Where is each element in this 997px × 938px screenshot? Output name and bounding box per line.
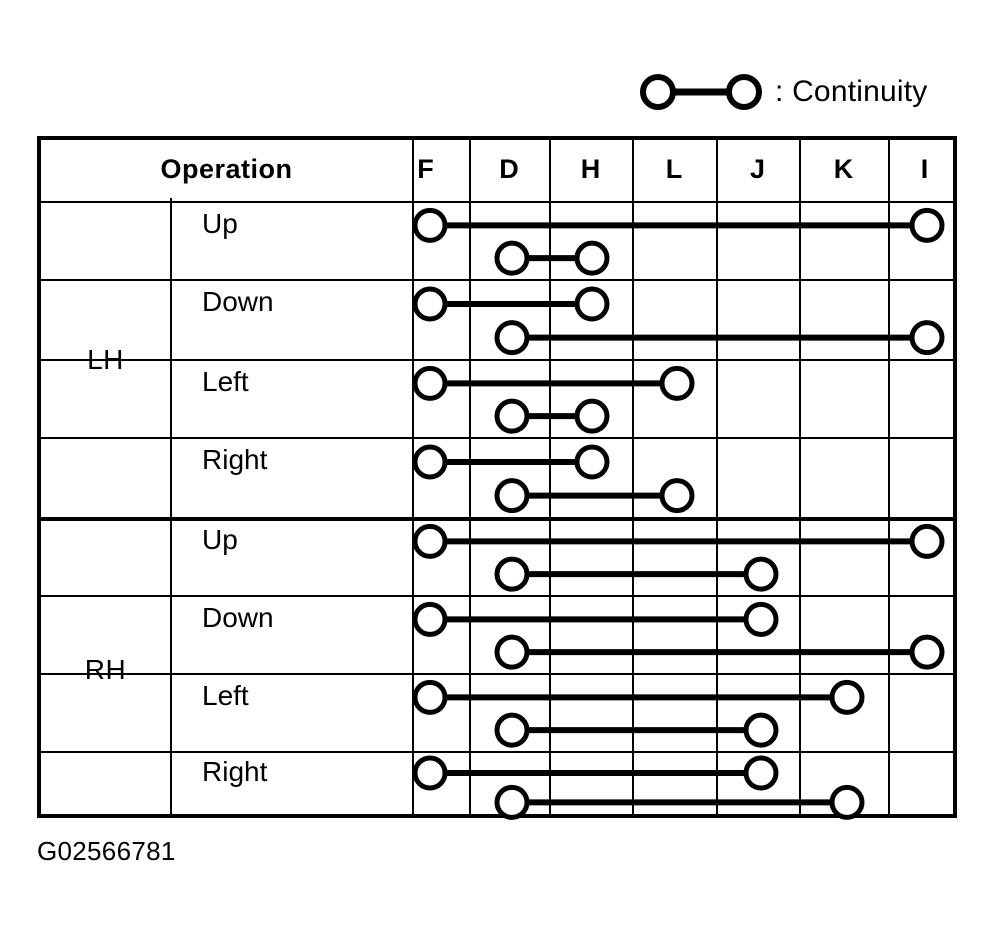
table-column-rule <box>469 140 471 814</box>
terminal-node <box>412 601 448 637</box>
table-row-rule <box>41 201 953 203</box>
table-column-rule <box>170 198 172 814</box>
terminal-node <box>494 634 530 670</box>
continuity-link-f-k <box>412 679 865 715</box>
operation-label-right: Right <box>202 444 268 475</box>
terminal-node <box>909 207 945 243</box>
terminal-node <box>412 755 448 791</box>
terminal-node <box>412 207 448 243</box>
table-header-row: Operation F D H L J K I <box>41 140 953 198</box>
table-row-rule <box>41 437 953 439</box>
terminal-node <box>659 365 695 401</box>
terminal-node <box>743 601 779 637</box>
table-column-rule <box>888 140 890 814</box>
column-header-k: K <box>833 153 854 184</box>
terminal-node <box>494 320 530 356</box>
terminal-node <box>743 556 779 592</box>
table-column-rule <box>549 140 551 814</box>
terminal-node <box>829 679 865 715</box>
table-row-rule <box>41 751 953 753</box>
terminal-node <box>574 286 610 322</box>
terminal-node <box>494 240 530 276</box>
continuity-link-d-j <box>494 712 779 748</box>
terminal-node <box>494 712 530 748</box>
column-header-d: D <box>499 153 519 184</box>
operation-header-cell: Operation <box>160 153 293 184</box>
terminal-node <box>494 556 530 592</box>
continuity-link-f-h <box>412 286 610 322</box>
continuity-link-d-k <box>494 784 865 820</box>
table-column-rule <box>412 140 414 814</box>
terminal-node <box>909 634 945 670</box>
continuity-link-d-i <box>494 320 945 356</box>
terminal-node <box>574 240 610 276</box>
table-column-rule <box>716 140 718 814</box>
column-header-i: I <box>920 153 929 184</box>
continuity-link-d-h <box>494 398 610 434</box>
group-label-lh: LH <box>87 344 124 375</box>
table-row-rule <box>41 595 953 597</box>
table-column-rule <box>632 140 634 814</box>
continuity-link-d-j <box>494 556 779 592</box>
continuity-link-f-l <box>412 365 695 401</box>
operation-label-left: Left <box>202 679 249 711</box>
continuity-link-d-l <box>494 478 695 514</box>
continuity-link-d-i <box>494 634 945 670</box>
operation-label-left: Left <box>202 365 249 397</box>
terminal-node <box>494 478 530 514</box>
terminal-node <box>494 784 530 820</box>
column-header-j: J <box>749 153 766 184</box>
table-row-rule <box>41 673 953 675</box>
legend-label: : Continuity <box>775 75 928 108</box>
table-row-rule <box>41 359 953 361</box>
terminal-node <box>574 398 610 434</box>
terminal-node <box>494 398 530 434</box>
continuity-legend: : Continuity <box>636 66 927 118</box>
terminal-node <box>412 365 448 401</box>
table-row-rule <box>41 517 953 521</box>
terminal-node <box>412 444 448 480</box>
column-header-f: F <box>417 153 434 184</box>
terminal-node <box>829 784 865 820</box>
operation-label-down: Down <box>202 601 274 633</box>
continuity-link-f-i <box>412 523 945 559</box>
terminal-node <box>743 712 779 748</box>
continuity-link-d-h <box>494 240 610 276</box>
operation-label-up: Up <box>202 207 238 239</box>
continuity-link-f-h <box>412 444 610 480</box>
continuity-link-f-i <box>412 207 945 243</box>
group-label-rh: RH <box>84 654 127 685</box>
column-header-l: L <box>665 153 683 184</box>
terminal-node <box>412 679 448 715</box>
terminal-node <box>659 478 695 514</box>
terminal-node <box>412 523 448 559</box>
terminal-node <box>412 286 448 322</box>
table-row-rule <box>41 279 953 281</box>
table-column-rule <box>799 140 801 814</box>
terminal-node <box>743 755 779 791</box>
figure-caption: G02566781 <box>37 836 176 866</box>
continuity-symbol <box>640 74 762 110</box>
operation-label-up: Up <box>202 523 238 555</box>
terminal-node <box>909 523 945 559</box>
operation-label-down: Down <box>202 286 274 317</box>
terminal-node <box>909 320 945 356</box>
column-header-h: H <box>580 153 601 184</box>
terminal-node <box>574 444 610 480</box>
operation-label-right: Right <box>202 755 268 787</box>
